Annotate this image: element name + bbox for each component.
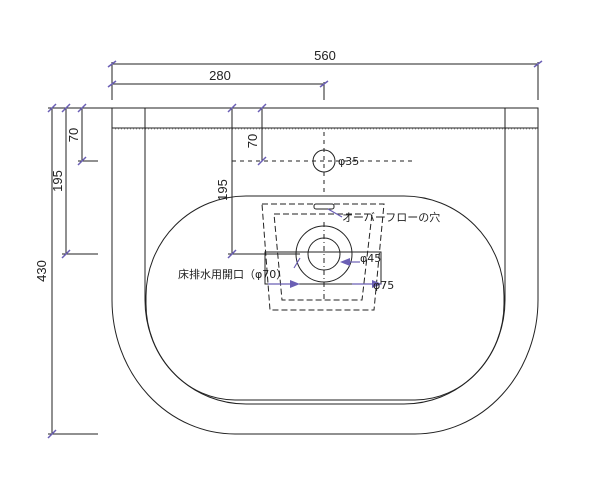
dim-430: 430 — [34, 103, 112, 439]
faucet-hole: φ35 — [232, 132, 416, 192]
floor-drain-arrow — [290, 280, 300, 288]
dim-195-left: 195 — [50, 103, 98, 259]
trap-outline-dashed — [261, 203, 385, 311]
dim-70-inner: 70 — [228, 103, 300, 255]
dim-70-left-label: 70 — [66, 128, 81, 142]
faucet-hole-label: φ35 — [338, 155, 359, 168]
dim-195-inner: 195 — [215, 103, 237, 259]
drain-inner-arrow — [340, 258, 350, 266]
dim-280: 280 — [107, 68, 329, 100]
drain-outer-arrow — [372, 280, 382, 288]
basin-outer-outline — [111, 107, 539, 435]
overflow-hole-label: オーバーフローの穴 — [342, 210, 440, 224]
faucet-hole-circle — [312, 149, 336, 173]
dim-560: 560 — [107, 48, 543, 100]
floor-drain-label: 床排水用開口（φ70） — [178, 267, 287, 281]
dim-195-left-label: 195 — [50, 170, 65, 192]
dim-560-label: 560 — [314, 48, 336, 63]
bowl-inner-outline — [145, 195, 505, 405]
dim-195-inner-label: 195 — [215, 179, 230, 201]
dim-280-label: 280 — [209, 68, 231, 83]
rim-inner-outline — [144, 108, 506, 401]
dim-430-label: 430 — [34, 260, 49, 282]
drain-inner-label: φ45 — [360, 252, 381, 265]
dim-70-left: 70 — [66, 103, 98, 166]
trap-inner-dashed — [273, 213, 373, 301]
drain: φ45 φ75 床排水用開口（φ70） — [178, 222, 394, 300]
overflow-hole-shape — [313, 203, 335, 210]
drain-box — [264, 251, 382, 285]
drain-outer-label: φ75 — [373, 279, 394, 292]
overflow-hole: オーバーフローの穴 — [313, 203, 440, 224]
dim-70-inner-label: 70 — [245, 134, 260, 148]
